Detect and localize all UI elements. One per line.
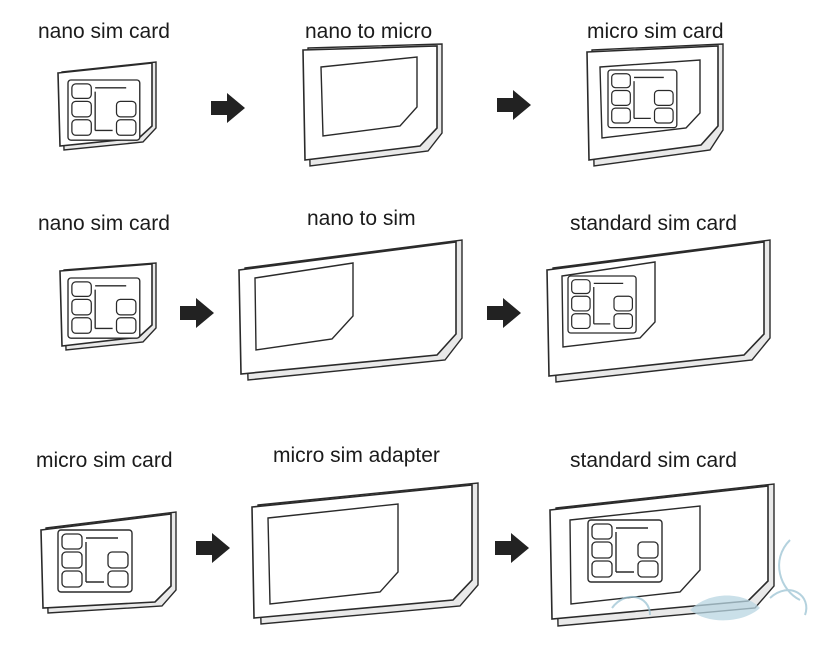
sim-chip-icon [57, 529, 133, 593]
row3-left-label: micro sim card [36, 449, 173, 472]
right-arrow-icon [495, 533, 529, 563]
row2-nano-sim-card [59, 262, 157, 351]
sim-chip-icon [607, 69, 678, 129]
row3-middle-label: micro sim adapter [273, 444, 440, 467]
decorative-swirl-watermark [611, 539, 808, 621]
sim-chip-icon [67, 277, 141, 339]
sim-chip-icon [587, 519, 663, 583]
right-arrow-icon [211, 93, 245, 123]
sim-chip-icon [67, 79, 141, 141]
right-arrow-icon [487, 298, 521, 328]
row3-micro-sim-adapter [251, 482, 479, 625]
sim-chip-icon [567, 275, 637, 334]
row1-middle-label: nano to micro [305, 20, 433, 43]
row1-micro-sim-card [586, 43, 724, 167]
row2-left-label: nano sim card [38, 212, 170, 235]
row3-standard-sim-card [549, 483, 775, 627]
row2-middle-label: nano to sim [307, 207, 416, 230]
row3-right-label: standard sim card [570, 449, 737, 472]
right-arrow-icon [180, 298, 214, 328]
right-arrow-icon [196, 533, 230, 563]
row1-right-label: micro sim card [587, 20, 724, 43]
row1-nano-to-micro-adapter [302, 43, 443, 167]
row2-right-label: standard sim card [570, 212, 737, 235]
row1-nano-sim-card [57, 61, 157, 151]
right-arrow-icon [497, 90, 531, 120]
row3-micro-sim-card [40, 511, 177, 614]
row2-standard-sim-card [546, 239, 771, 383]
row2-nano-to-sim-adapter [238, 239, 463, 381]
row1-left-label: nano sim card [38, 20, 170, 43]
